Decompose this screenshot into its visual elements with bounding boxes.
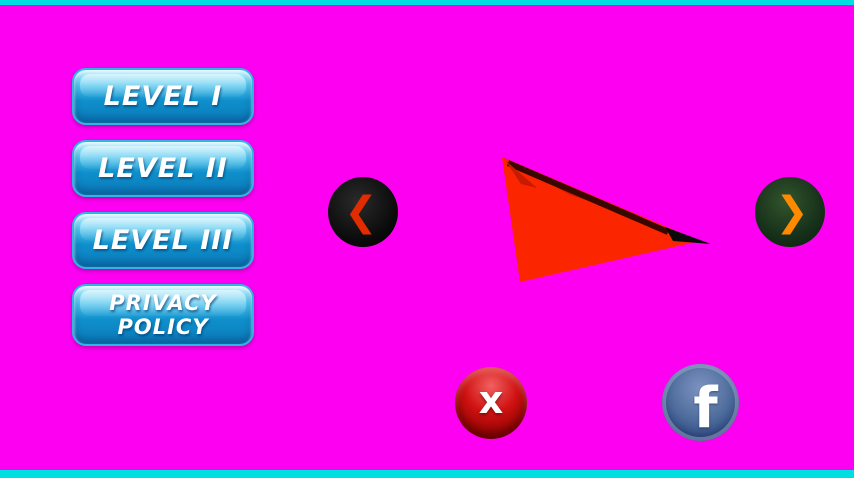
level-1-label: LEVEL I	[103, 81, 223, 112]
close-button[interactable]: x	[455, 367, 527, 439]
privacy-policy-button[interactable]: PRIVACY POLICY	[72, 284, 254, 346]
level-3-button[interactable]: LEVEL III	[72, 212, 254, 269]
facebook-button[interactable]: f	[662, 364, 739, 441]
level-3-label: LEVEL III	[92, 225, 234, 256]
bottom-border-strip	[0, 470, 854, 478]
level-2-button[interactable]: LEVEL II	[72, 140, 254, 197]
facebook-icon: f	[693, 376, 718, 441]
top-border-strip	[0, 0, 854, 5]
level-1-button[interactable]: LEVEL I	[72, 68, 254, 125]
level-2-label: LEVEL II	[98, 153, 228, 184]
right-chevron-icon: ❯	[775, 189, 809, 235]
left-chevron-icon: ❮	[344, 189, 378, 235]
level-menu: LEVEL I LEVEL II LEVEL III PRIVACY POLIC…	[72, 68, 254, 346]
privacy-policy-label-line1: PRIVACY	[109, 290, 217, 315]
previous-arrow-button[interactable]: ❮	[328, 177, 398, 247]
next-arrow-button[interactable]: ❯	[755, 177, 825, 247]
privacy-policy-label-line2: POLICY	[117, 315, 209, 339]
paper-plane-image	[502, 157, 711, 282]
close-icon: x	[478, 378, 504, 422]
